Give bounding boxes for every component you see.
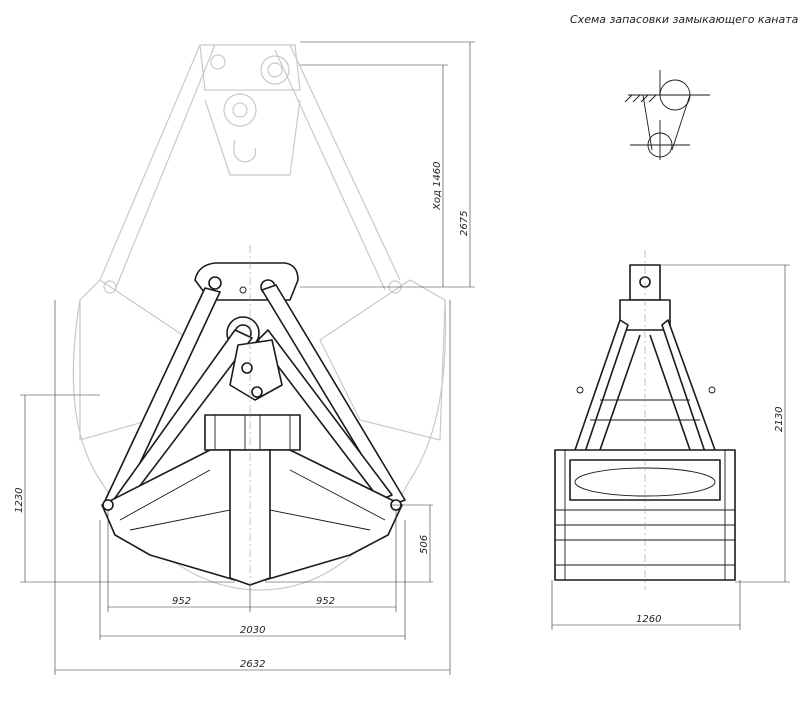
dim-height-2675: 2675 (459, 211, 470, 236)
dim-width-1260: 1260 (636, 614, 661, 625)
dim-width-2632: 2632 (240, 659, 265, 670)
open-position-ghost (72, 44, 447, 591)
dim-width-952-left: 952 (172, 596, 191, 607)
dim-stroke-1460: Ход 1460 (432, 161, 443, 211)
dimension-lines (20, 41, 790, 675)
dim-height-2130: 2130 (774, 407, 785, 432)
dim-height-506: 506 (419, 535, 430, 554)
dim-width-952-right: 952 (316, 596, 335, 607)
rope-reeving-scheme (624, 70, 710, 160)
dim-width-2030: 2030 (240, 625, 265, 636)
dim-height-1230: 1230 (14, 488, 25, 513)
scheme-title: Схема запасовки замыкающего каната (570, 13, 799, 26)
